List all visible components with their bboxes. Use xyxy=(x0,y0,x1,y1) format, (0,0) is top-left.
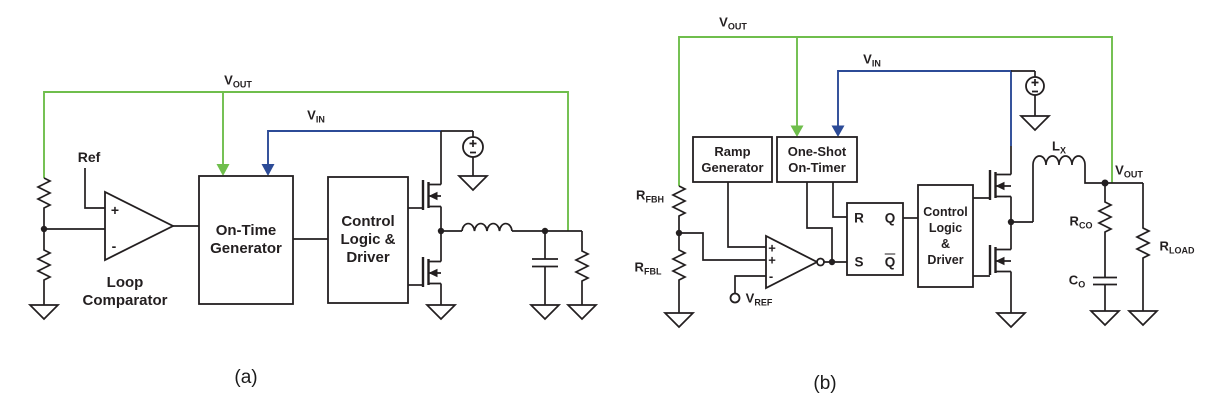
b-latch-qbar-pin-label: Q xyxy=(884,254,896,270)
a-vin-net xyxy=(261,130,441,176)
a-loop-comparator xyxy=(104,190,199,262)
b-vout-net xyxy=(678,36,1113,186)
b-rload-branch xyxy=(1126,183,1160,327)
b-ramp-generator-box xyxy=(692,136,773,248)
b-rco-co-branch xyxy=(1088,183,1122,327)
a-vout-net xyxy=(43,91,569,231)
a-input-voltage-source xyxy=(441,130,490,192)
b-one-shot-on-timer-box xyxy=(776,136,858,262)
b-lowside-mosfet xyxy=(973,222,1028,329)
b-comparator-inverting-bubble-icon xyxy=(816,257,825,267)
a-source-ground-icon xyxy=(456,175,490,192)
b-comparator-plus-mid-sign: + xyxy=(768,252,776,268)
b-vin-arrow-icon xyxy=(831,125,845,137)
b-co-ground-icon xyxy=(1088,310,1122,327)
a-feedback-divider xyxy=(27,177,105,321)
caption-a: (a) xyxy=(234,367,258,388)
b-comparator-minus-sign: - xyxy=(768,268,774,284)
a-load-ground-icon xyxy=(565,304,599,321)
a-on-time-generator-box xyxy=(198,175,328,305)
a-cap-ground-icon xyxy=(528,304,562,321)
b-latch-s-pin-label: S xyxy=(854,254,864,270)
b-rload-ground-icon xyxy=(1126,310,1160,327)
b-pwm-comparator xyxy=(765,234,847,290)
a-comparator-plus-sign: + xyxy=(110,202,120,218)
b-feedback-divider xyxy=(662,185,766,329)
a-control-logic-driver-label: Control Logic & Driver xyxy=(340,212,396,267)
b-vref-terminal xyxy=(729,275,766,304)
a-ref-label: Ref xyxy=(77,149,101,165)
a-lowside-mosfet xyxy=(408,231,458,321)
b-vin-net xyxy=(831,70,1012,146)
b-vout-arrow-icon xyxy=(790,125,804,137)
a-vin-arrow-icon xyxy=(261,164,275,176)
b-input-voltage-source xyxy=(1011,70,1052,132)
a-ref-lead xyxy=(84,168,105,209)
a-load-resistor xyxy=(565,231,599,321)
a-lowside-ground-icon xyxy=(424,304,458,321)
b-control-logic-driver-label: Control Logic & Driver xyxy=(923,205,968,267)
caption-b: (b) xyxy=(813,373,837,394)
a-loop-comparator-label: Loop Comparator xyxy=(82,274,168,309)
b-one-shot-on-timer-label: One-Shot On-Timer xyxy=(787,143,847,175)
a-on-time-generator-label: On-Time Generator xyxy=(210,221,282,257)
b-lowside-ground-icon xyxy=(994,312,1028,329)
a-inductor xyxy=(437,222,582,235)
a-vout-arrow-icon xyxy=(216,164,230,176)
b-divider-ground-icon xyxy=(662,312,696,329)
a-highside-mosfet xyxy=(408,131,442,231)
b-ramp-generator-label: Ramp Generator xyxy=(701,143,764,175)
a-divider-ground-icon xyxy=(27,304,61,321)
b-highside-mosfet xyxy=(973,146,1012,222)
b-sr-latch-box xyxy=(846,202,918,276)
b-control-logic-driver-box xyxy=(917,184,974,288)
a-control-logic-driver-box xyxy=(327,176,409,304)
b-comparator-plus-top-sign: + xyxy=(768,240,776,256)
b-latch-q-pin-label: Q xyxy=(884,210,896,226)
b-source-ground-icon xyxy=(1018,115,1052,132)
a-output-capacitor xyxy=(528,231,562,321)
a-comparator-minus-sign: - xyxy=(111,238,117,254)
b-latch-r-pin-label: R xyxy=(854,210,864,226)
